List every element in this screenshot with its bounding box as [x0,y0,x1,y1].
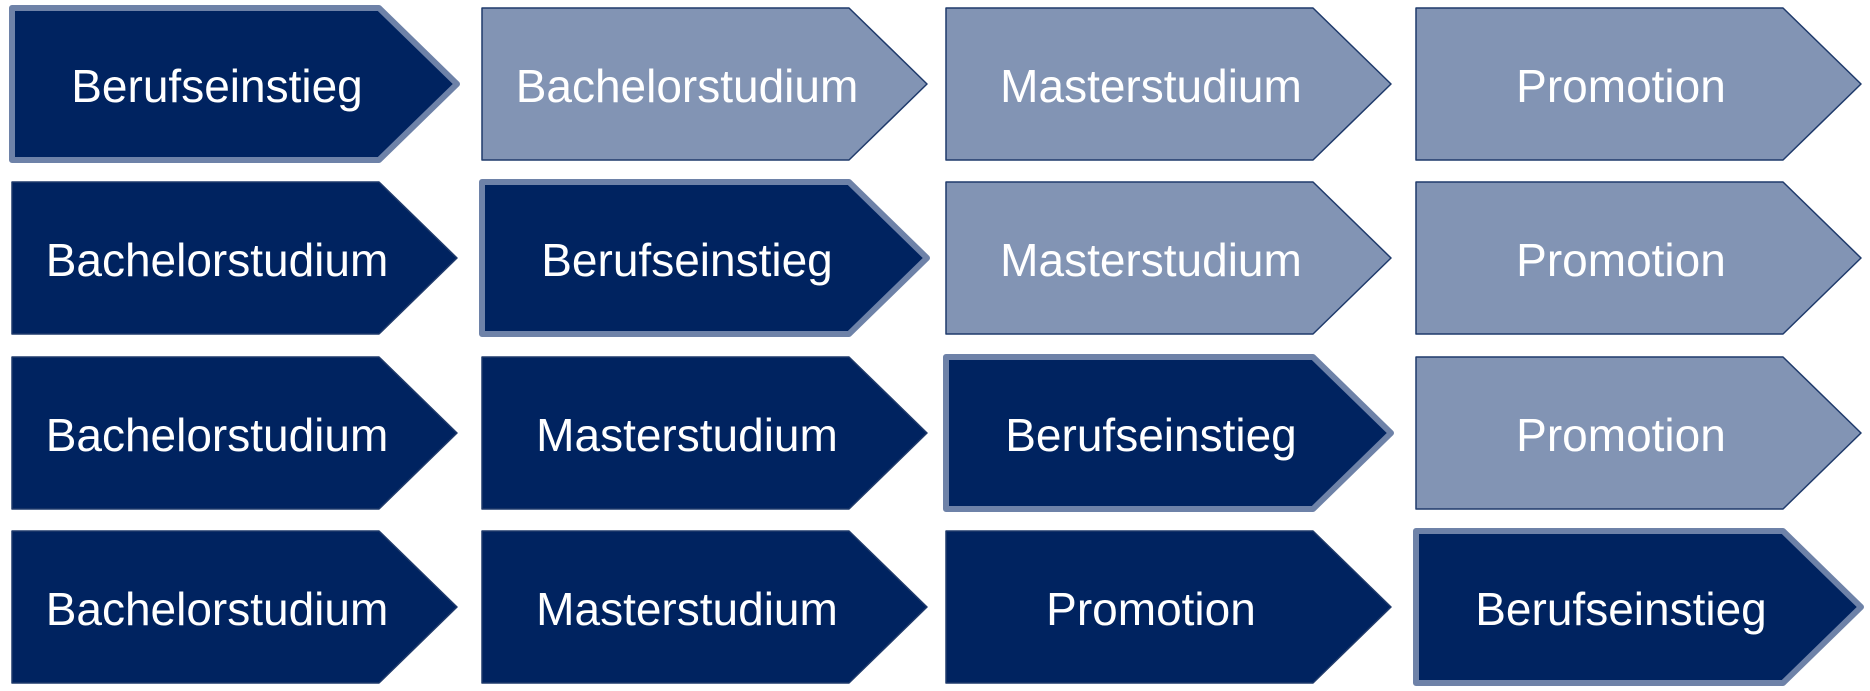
chevron-step-label: Masterstudium [536,583,838,635]
chevron-step-label: Masterstudium [1000,60,1302,112]
chevron-step-r4c4 [1413,528,1864,686]
chevron-step-r3c4 [1415,356,1862,510]
chevron-step-r2c3 [945,181,1392,335]
chevron-step-label: Promotion [1516,409,1726,461]
chevron-step-r3c1 [11,356,458,510]
chevron-step-label: Promotion [1046,583,1256,635]
chevron-step-r1c2 [481,7,928,161]
chevron-step-label: Promotion [1516,60,1726,112]
chevron-step-r2c4 [1415,181,1862,335]
diagram-row-4: Bachelorstudium Masterstudium Promotion Ber… [11,528,1864,686]
chevron-step-label: Berufseinstieg [1475,583,1767,635]
chevron-step-r1c3 [945,7,1392,161]
chevron-step-r2c1 [11,181,458,335]
chevron-step-label: Masterstudium [1000,234,1302,286]
chevron-step-r4c2 [481,530,928,684]
chevron-step-label: Berufseinstieg [1005,409,1297,461]
chevron-step-label: Bachelorstudium [46,409,389,461]
chevron-step-r4c3 [945,530,1392,684]
diagram-row-1: Berufseinstieg Bachelorstudium Masterstudi… [9,5,1862,163]
chevron-step-label: Berufseinstieg [71,60,363,112]
chevron-step-label: Bachelorstudium [516,60,859,112]
chevron-step-r4c1 [11,530,458,684]
chevron-step-r2c2 [479,179,930,337]
chevron-step-label: Promotion [1516,234,1726,286]
chevron-step-r3c2 [481,356,928,510]
chevron-step-label: Bachelorstudium [46,583,389,635]
diagram-row-2: Bachelorstudium Berufseinstieg Masterstudi… [11,179,1862,337]
chevron-step-r1c1 [9,5,460,163]
chevron-step-label: Berufseinstieg [541,234,833,286]
chevron-step-label: Bachelorstudium [46,234,389,286]
chevron-step-r3c3 [943,354,1394,512]
chevron-step-r1c4 [1415,7,1862,161]
diagram-row-3: Bachelorstudium Masterstudium Berufseinsti… [11,354,1862,512]
chevron-step-label: Masterstudium [536,409,838,461]
